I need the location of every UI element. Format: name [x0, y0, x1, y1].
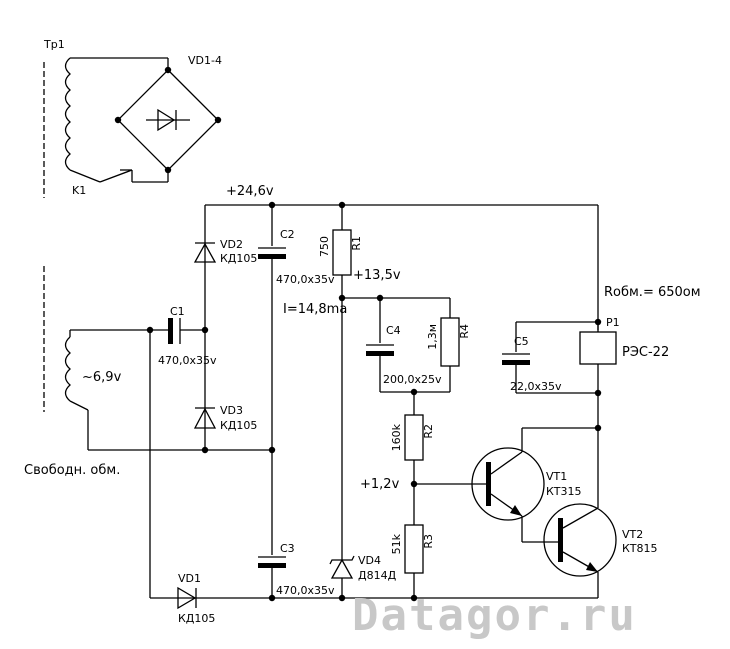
label-c2: C2	[280, 228, 295, 241]
label-r4-value: 1,3м	[426, 324, 439, 350]
label-v135: +13,5v	[353, 268, 401, 283]
label-r4: R4	[458, 324, 471, 339]
label-r3-value: 51k	[390, 533, 403, 554]
label-c1: C1	[170, 305, 185, 318]
contact-k1	[99, 169, 133, 183]
label-r1: R1	[350, 236, 363, 251]
label-free-winding: Свободн. обм.	[24, 463, 120, 478]
transformer-tr1	[43, 57, 71, 412]
resistor-r1	[332, 205, 352, 560]
label-c4: C4	[386, 324, 401, 337]
diode-vd1	[177, 586, 197, 610]
transistor-vt2	[543, 428, 617, 598]
label-tr1: Тр1	[43, 38, 65, 51]
c4-r4-network	[342, 294, 460, 415]
label-k1: K1	[72, 184, 86, 197]
label-c1-value: 470,0x35v	[158, 354, 217, 367]
label-vd4-type: Д814Д	[358, 569, 397, 582]
resistor-r3	[404, 524, 424, 602]
label-vd2: VD2	[220, 238, 243, 251]
capacitor-c2	[258, 205, 286, 555]
labels: Тр1 VD1-4 K1 +24,6v C2 470,0x35v VD2 КД1…	[24, 38, 701, 625]
label-r1-value: 750	[318, 236, 331, 257]
label-vd1-type: КД105	[178, 612, 215, 625]
relay-p1-section	[502, 318, 617, 432]
transistor-vt1	[471, 427, 598, 543]
label-p1: P1	[606, 316, 620, 329]
label-r3: R3	[422, 534, 435, 549]
label-c4-value: 200,0x25v	[383, 373, 442, 386]
rails	[150, 201, 599, 599]
diode-vd2	[193, 242, 217, 263]
label-vd2-type: КД105	[220, 252, 257, 265]
label-vd14: VD1-4	[188, 54, 222, 67]
label-current: I=14,8ma	[283, 302, 347, 317]
diode-bridge	[114, 66, 222, 174]
label-robm: Rобм.= 650ом	[604, 285, 701, 300]
label-vd1: VD1	[178, 572, 201, 585]
capacitor-c3	[258, 556, 286, 602]
label-vt2: VT2	[622, 528, 643, 541]
label-vd3-type: КД105	[220, 419, 257, 432]
label-r2: R2	[422, 424, 435, 439]
capacitor-c1	[69, 318, 209, 598]
label-v12: +1,2v	[360, 477, 400, 492]
label-p1-type: РЭС-22	[622, 345, 669, 360]
label-c3-value: 470,0x35v	[276, 584, 335, 597]
diode-vd3	[193, 407, 217, 454]
label-vt1: VT1	[546, 470, 567, 483]
label-ac-voltage: ~6,9v	[82, 370, 122, 385]
label-c2-value: 470,0x35v	[276, 273, 335, 286]
label-v246: +24,6v	[226, 184, 274, 199]
label-c3: C3	[280, 542, 295, 555]
resistor-r2	[404, 414, 488, 525]
label-vd4: VD4	[358, 554, 381, 567]
label-vt1-type: КТ315	[546, 485, 582, 498]
zener-vd4	[329, 555, 355, 602]
bridge-wiring	[69, 57, 169, 183]
label-r2-value: 160k	[390, 423, 403, 451]
free-winding-wire	[69, 400, 276, 454]
label-vd3: VD3	[220, 404, 243, 417]
watermark: Datagor.ru	[352, 590, 637, 641]
label-vt2-type: КТ815	[622, 542, 658, 555]
label-c5: C5	[514, 335, 529, 348]
label-c5-value: 22,0x35v	[510, 380, 562, 393]
